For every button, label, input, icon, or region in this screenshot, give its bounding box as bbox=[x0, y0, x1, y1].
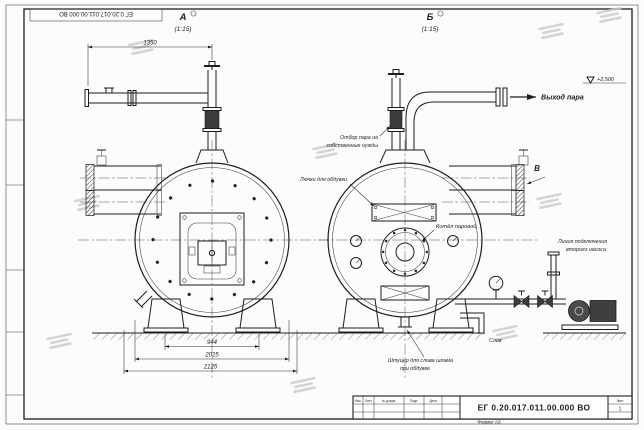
drawing-frame bbox=[5, 4, 639, 425]
boiler-name-label: Котёл паровой bbox=[436, 223, 476, 230]
annotation-steam-outlet: Выход пара bbox=[510, 93, 584, 102]
dim-1350: 1350 bbox=[143, 41, 157, 47]
dim-944: 944 bbox=[207, 340, 218, 346]
dimension-pipe-length: 1350 bbox=[87, 41, 213, 86]
steam-outlet-label: Выход пара bbox=[541, 93, 584, 102]
tb-col-date: Дата bbox=[429, 399, 436, 403]
rotated-view-icon bbox=[437, 10, 444, 17]
drain-label: Слив bbox=[489, 338, 502, 344]
blow-hatches-label: Лючки для обдувки bbox=[299, 177, 347, 183]
view-b-title: Б (1:15) bbox=[422, 10, 444, 33]
annotation-drain: Слив bbox=[489, 338, 502, 344]
tb-col-list: Лист bbox=[365, 399, 372, 403]
gauges bbox=[350, 235, 459, 269]
corner-stamp-text: ЕГ 0.20.017.011.00.000 ВО bbox=[59, 10, 133, 16]
boiler-shell-outer bbox=[134, 162, 290, 318]
dimension-support-span: 944 bbox=[164, 334, 260, 350]
manhole-assembly bbox=[179, 212, 245, 286]
second-pump-riser bbox=[547, 251, 560, 299]
boiler-dome bbox=[379, 149, 431, 164]
steam-valve bbox=[204, 110, 220, 129]
annotation-own-needs: Отбор пара на собственные нужды bbox=[327, 125, 391, 149]
view-a-scale: (1:15) bbox=[175, 26, 192, 33]
side-drums-left bbox=[85, 149, 162, 216]
dim-2125: 2125 bbox=[203, 365, 218, 371]
pump-line-label2: второго насоса bbox=[566, 247, 606, 253]
annotation-elevation: +2,500 bbox=[583, 76, 626, 84]
tb-col-izm: Изм. bbox=[355, 399, 362, 403]
burner-flange bbox=[380, 227, 430, 277]
supports-left-view bbox=[143, 298, 281, 333]
view-b-drawing bbox=[318, 69, 626, 380]
pump-assembly bbox=[455, 251, 619, 330]
boiler-shell-inner bbox=[332, 167, 478, 313]
steam-valve bbox=[389, 110, 403, 129]
own-needs-line1: Отбор пара на bbox=[340, 135, 378, 141]
view-b-scale: (1:15) bbox=[422, 26, 439, 33]
sludge-label2: при обдувке bbox=[400, 366, 430, 372]
annotation-blow-hatches: Лючки для обдувки bbox=[299, 177, 375, 207]
dim-2025: 2025 bbox=[204, 353, 219, 359]
view-v-arrow: В bbox=[526, 164, 546, 185]
view-a-letter: А bbox=[179, 12, 187, 23]
ground-left bbox=[92, 332, 322, 340]
side-drums-right bbox=[449, 149, 529, 216]
bolt-circle bbox=[151, 179, 273, 301]
sludge-label1: Штуцер для слива шлама bbox=[388, 358, 453, 364]
angled-nozzle bbox=[133, 290, 153, 309]
format-label: Формат А3 bbox=[477, 420, 501, 425]
rotated-view-icon bbox=[190, 10, 197, 17]
steam-outlet-pipe bbox=[405, 87, 508, 150]
view-a-title: А (1:15) bbox=[175, 10, 197, 33]
view-a-drawing bbox=[78, 61, 330, 378]
annotation-boiler-name: Котёл паровой bbox=[421, 223, 476, 242]
dimension-overall-length: 2125 bbox=[123, 330, 298, 374]
view-b-valve-pipe bbox=[387, 69, 405, 150]
annotation-pump-line: Линия подключения второго насоса bbox=[557, 239, 607, 253]
blow-hatch-bottom bbox=[380, 285, 430, 328]
valve-icon bbox=[513, 290, 530, 309]
drain-pipe bbox=[460, 312, 485, 334]
pump bbox=[561, 300, 619, 330]
tb-col-doc: № докум. bbox=[382, 399, 396, 403]
elevation-label: +2,500 bbox=[597, 77, 615, 83]
own-needs-line2: собственные нужды bbox=[327, 143, 379, 149]
boiler-dome bbox=[195, 149, 229, 164]
view-b-letter: Б bbox=[427, 12, 434, 23]
boiler-shell-inner bbox=[139, 167, 285, 313]
tb-col-sign: Подп. bbox=[410, 399, 419, 403]
dimension-shell-length: 2025 bbox=[134, 320, 290, 362]
tb-sheet-value: 1 bbox=[619, 407, 622, 413]
corner-stamp: ЕГ 0.20.017.011.00.000 ВО bbox=[29, 8, 163, 22]
title-block: Изм. Лист № докум. Подп. Дата ЕГ 0.20.01… bbox=[352, 395, 633, 420]
view-a-steam-piping bbox=[84, 61, 222, 150]
supports-right-view bbox=[338, 298, 474, 333]
boiler-shell-outer bbox=[327, 162, 483, 318]
pump-line-label1: Линия подключения bbox=[557, 239, 607, 245]
view-v-letter: В bbox=[534, 164, 540, 173]
pressure-gauge bbox=[488, 275, 504, 299]
tb-sheet-label: Лист bbox=[616, 399, 624, 403]
blow-hatch-top bbox=[371, 203, 437, 222]
annotation-sludge: Штуцер для слива шлама при обдувке bbox=[388, 329, 453, 372]
ground-right bbox=[318, 332, 626, 340]
tb-doc-number: ЕГ 0.20.017.011.00.000 ВО bbox=[478, 403, 591, 413]
